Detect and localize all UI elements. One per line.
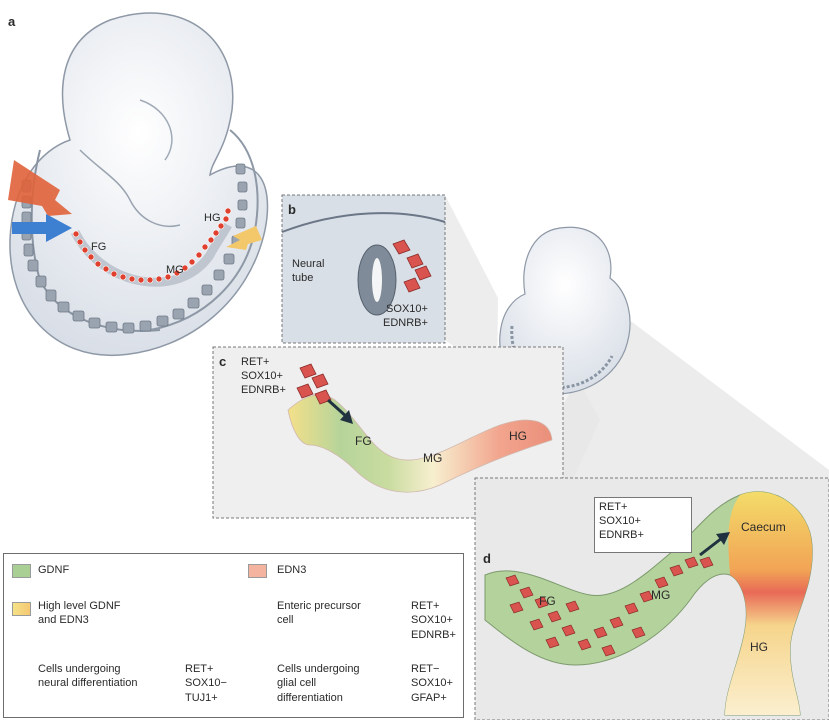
- panel-d-markers: RET+ SOX10+ EDNRB+: [599, 501, 644, 541]
- panel-d-fg-label: FG: [539, 594, 556, 608]
- legend-gdnf: GDNF: [38, 564, 70, 576]
- edn3-swatch: [248, 564, 267, 578]
- panel-b: [281, 194, 446, 344]
- legend-neural-markers: RET+ SOX10− TUJ1+: [185, 663, 227, 704]
- high-level-swatch: [12, 602, 31, 616]
- panel-a-hg-label: HG: [204, 212, 221, 224]
- legend-enteric: Enteric precursor cell: [277, 600, 361, 627]
- panel-d-callout: RET+ SOX10+ EDNRB+: [594, 497, 692, 553]
- legend: GDNF EDN3 High level GDNF and EDN3 Enter…: [3, 553, 464, 718]
- panel-b-markers: SOX10+ EDNRB+: [383, 303, 428, 329]
- legend-glial-markers: RET− SOX10+ GFAP+: [411, 663, 453, 704]
- legend-neural: Cells undergoing neural differentiation: [38, 663, 138, 690]
- panel-d-mg-label: MG: [651, 588, 671, 602]
- panel-a-mg-label: MG: [166, 264, 184, 276]
- panel-label-a: a: [8, 14, 16, 29]
- gdnf-swatch: [12, 564, 31, 578]
- panel-label-c: c: [219, 354, 227, 369]
- legend-edn3: EDN3: [277, 564, 307, 576]
- gut-panel-a: [70, 207, 232, 287]
- panel-c-hg-label: HG: [509, 429, 527, 443]
- panel-c-markers: RET+ SOX10+ EDNRB+: [241, 356, 286, 396]
- panel-label-b: b: [288, 202, 296, 217]
- legend-high-level: High level GDNF and EDN3: [38, 600, 121, 627]
- arrows-panel-a: [8, 160, 262, 250]
- panel-c-fg-label: FG: [355, 434, 372, 448]
- neural-tube-label: Neural tube: [292, 258, 325, 284]
- panel-c-mg-label: MG: [423, 451, 443, 465]
- legend-enteric-markers: RET+ SOX10+ EDNRB+: [411, 600, 456, 641]
- caecum-label: Caecum: [741, 520, 786, 534]
- panel-a-fg-label: FG: [91, 241, 107, 253]
- panel-d-hg-label: HG: [750, 640, 768, 654]
- legend-glial: Cells undergoing glial cell differentiat…: [277, 663, 360, 704]
- panel-label-d: d: [483, 551, 491, 566]
